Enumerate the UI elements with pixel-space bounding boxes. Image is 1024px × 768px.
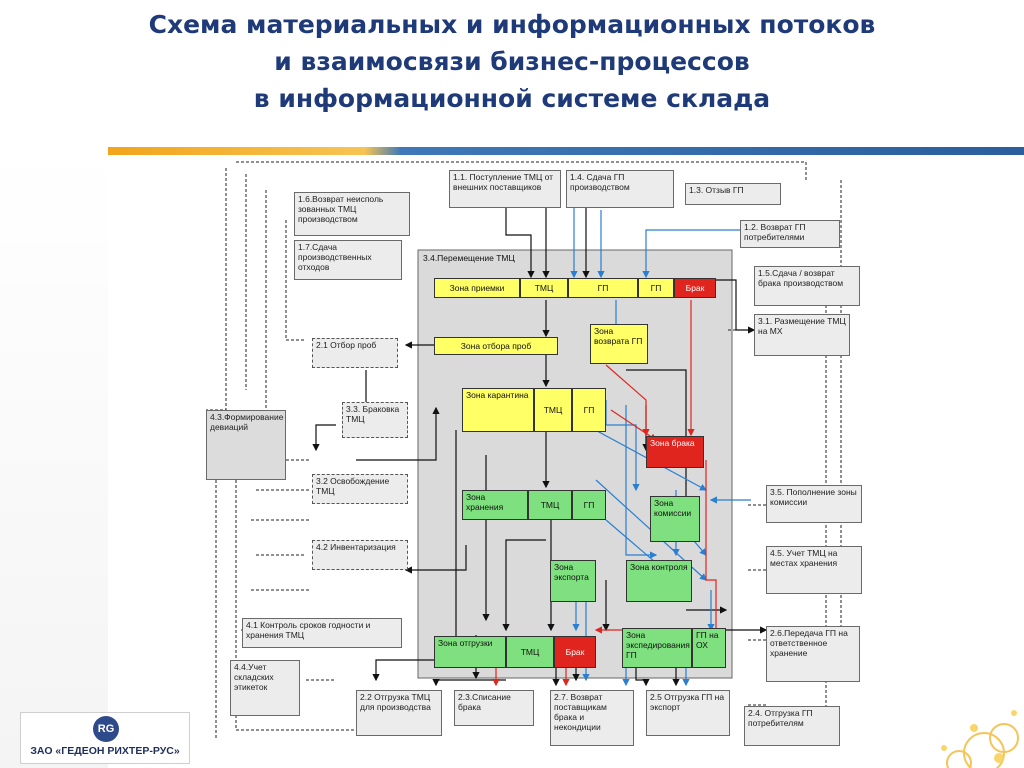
process-2-7: 2.7. Возврат поставщикам брака и неконди… (550, 690, 634, 746)
process-3-1: 3.1. Размещение ТМЦ на МХ (754, 314, 850, 356)
title-line-3: в информационной системе склада (253, 84, 771, 113)
flow-diagram: 1.1. Поступление ТМЦ от внешних поставщи… (206, 160, 862, 746)
process-1-6: 1.6.Возврат неисполь зованных ТМЦ произв… (294, 192, 410, 236)
process-2-6: 2.6.Передача ГП на ответственное хранени… (766, 626, 860, 682)
zone-shipping-defect: Брак (554, 636, 596, 668)
zone-export: Зона экспорта (550, 560, 596, 602)
left-background (0, 150, 108, 768)
process-2-2: 2.2 Отгрузка ТМЦ для производства (356, 690, 442, 736)
zone-storage: Зона хранения (462, 490, 528, 520)
process-3-5: 3.5. Пополнение зоны комиссии (766, 485, 862, 523)
movement-container-label: 3.4.Перемещение ТМЦ (423, 253, 515, 263)
title-line-2: и взаимосвязи бизнес-процессов (274, 47, 750, 76)
zone-receiving: Зона приемки (434, 278, 520, 298)
header-band (108, 147, 1024, 155)
process-1-7: 1.7.Сдача производственных отходов (294, 240, 402, 280)
zone-storage-gp: ГП (572, 490, 606, 520)
zone-expedition-gp: Зона экспедирования ГП (622, 628, 692, 668)
zone-quarantine: Зона карантина (462, 388, 534, 432)
process-4-3: 4.3.Формирование девиаций (206, 410, 286, 480)
zone-commission: Зона комиссии (650, 496, 700, 542)
zone-receiving-tmc: ТМЦ (520, 278, 568, 298)
process-1-5: 1.5.Сдача / возврат брака производством (754, 266, 860, 306)
zone-control: Зона контроля (626, 560, 692, 602)
process-2-5: 2.5 Отгрузка ГП на экспорт (646, 690, 730, 736)
zone-receiving-gp-2: ГП (638, 278, 674, 298)
process-2-1: 2.1 Отбор проб (312, 338, 398, 368)
zone-quarantine-tmc: ТМЦ (534, 388, 572, 432)
process-1-2: 1.2. Возврат ГП потребителями (740, 220, 840, 248)
title-line-1: Схема материальных и информационных пото… (148, 10, 876, 39)
company-logo: RG ЗАО «ГЕДЕОН РИХТЕР-РУС» (20, 712, 190, 764)
process-4-2: 4.2 Инвентаризация (312, 540, 408, 570)
zone-storage-tmc: ТМЦ (528, 490, 572, 520)
zone-sampling: Зона отбора проб (434, 337, 558, 355)
zone-receiving-defect: Брак (674, 278, 716, 298)
decorative-sparkle (941, 710, 1019, 768)
process-3-2: 3.2 Освобождение ТМЦ (312, 474, 408, 504)
zone-quarantine-gp: ГП (572, 388, 606, 432)
process-1-1: 1.1. Поступление ТМЦ от внешних поставщи… (449, 170, 561, 208)
process-4-4: 4.4.Учет складских этикеток (230, 660, 300, 716)
process-2-3: 2.3.Списание брака (454, 690, 534, 726)
zone-receiving-gp: ГП (568, 278, 638, 298)
zone-shipping-tmc: ТМЦ (506, 636, 554, 668)
zone-shipping: Зона отгрузки (434, 636, 506, 668)
process-2-4: 2.4. Отгрузка ГП потребителям (744, 706, 840, 746)
zone-gp-return: Зона возврата ГП (590, 324, 648, 364)
logo-mark: RG (93, 716, 119, 742)
process-4-1: 4.1 Контроль сроков годности и хранения … (242, 618, 402, 648)
zone-defect: Зона брака (646, 436, 704, 468)
company-name: ЗАО «ГЕДЕОН РИХТЕР-РУС» (30, 745, 180, 757)
process-3-3: 3.3. Браковка ТМЦ (342, 402, 408, 438)
page-title: Схема материальных и информационных пото… (0, 6, 1024, 117)
process-1-4: 1.4. Сдача ГП производством (566, 170, 674, 208)
process-1-3: 1.3. Отзыв ГП (685, 183, 781, 205)
zone-gp-custody: ГП на ОХ (692, 628, 726, 668)
process-4-5: 4.5. Учет ТМЦ на местах хранения (766, 546, 862, 594)
